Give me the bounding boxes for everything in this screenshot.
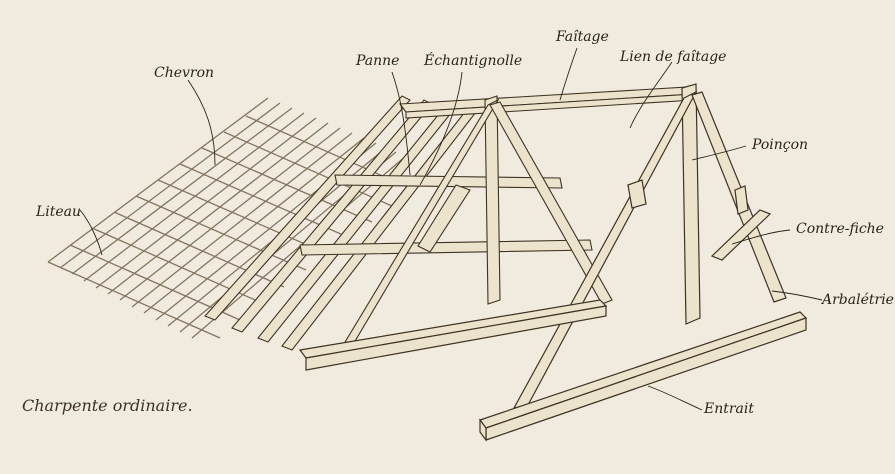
purlins	[299, 174, 593, 256]
label-chevron: Chevron	[154, 65, 215, 81]
front-truss	[512, 83, 787, 409]
label-faitage: Faîtage	[556, 29, 609, 45]
leader-lines	[79, 47, 823, 411]
label-liteau: Liteau	[36, 204, 82, 220]
rafters	[204, 95, 477, 351]
label-lien-de-faitage: Lien de faîtage	[620, 49, 727, 65]
label-contre-fiche: Contre-fiche	[796, 221, 884, 237]
ridge-beam	[398, 86, 696, 119]
figure-caption: Charpente ordinaire.	[22, 396, 193, 415]
middle-truss	[331, 95, 613, 363]
label-poincon: Poinçon	[752, 137, 809, 153]
label-panne: Panne	[356, 53, 400, 69]
label-arbaletrier: Arbalétrier	[822, 292, 895, 308]
label-entrait: Entrait	[704, 401, 755, 417]
tie-beams	[298, 299, 808, 442]
label-echantignolle: Échantignolle	[424, 53, 523, 69]
